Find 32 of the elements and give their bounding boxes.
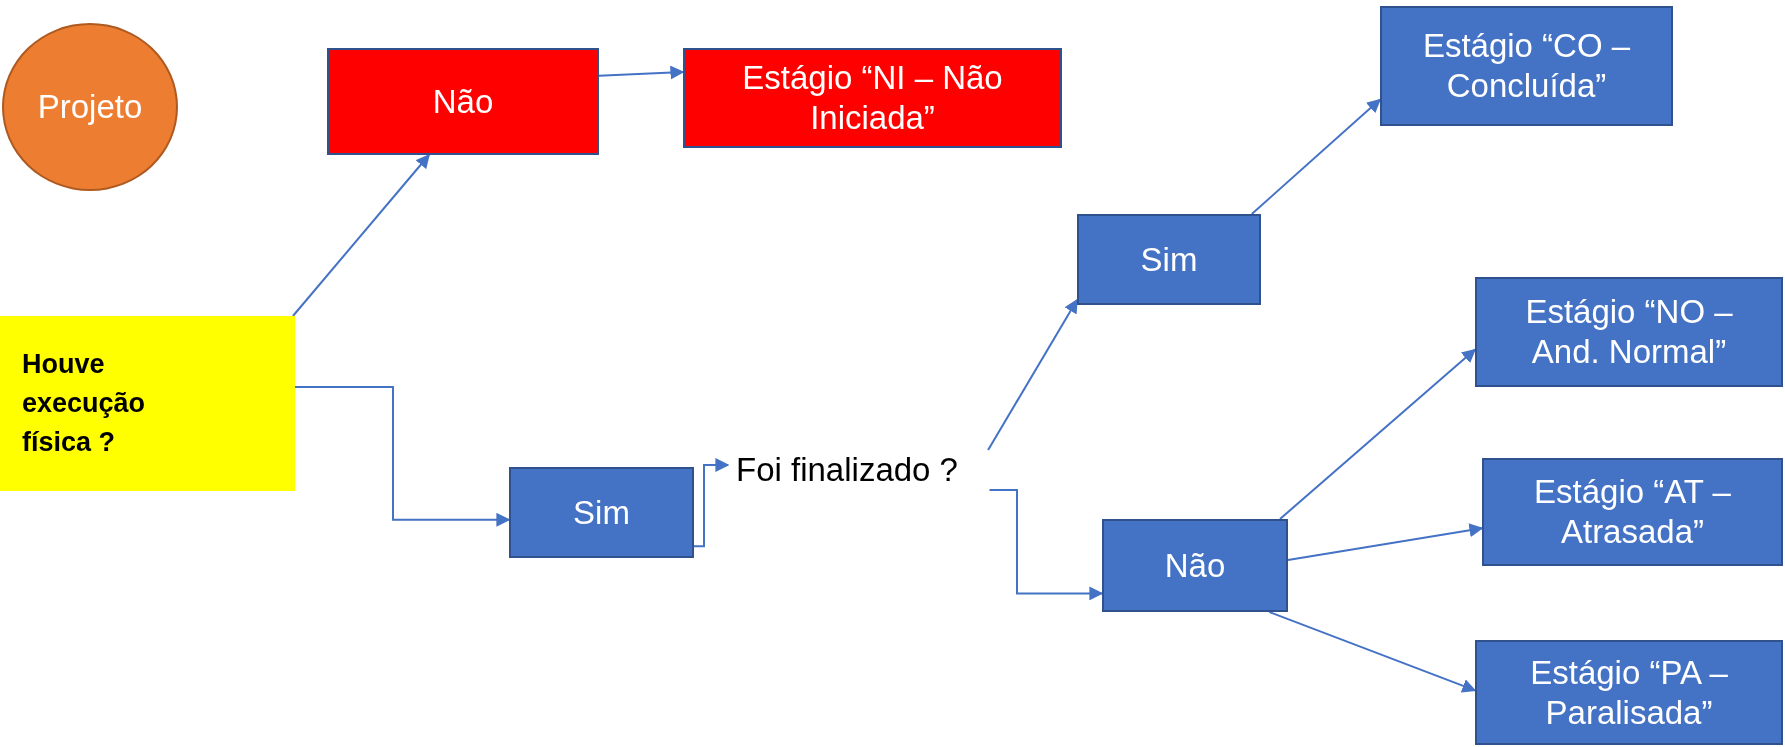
process-box xyxy=(1475,640,1783,745)
process-box xyxy=(1077,214,1261,305)
box-label: Houve execução física ? xyxy=(22,347,147,460)
box-label: Projeto xyxy=(37,87,143,127)
process-box xyxy=(1482,458,1783,566)
process-box xyxy=(1380,6,1673,126)
arrow xyxy=(1250,98,1382,215)
arrow xyxy=(1268,611,1477,693)
arrow xyxy=(987,298,1078,451)
arrow xyxy=(1287,523,1484,561)
arrow xyxy=(291,153,430,317)
box-label: Estágio “NI – Não Iniciada” xyxy=(741,58,1004,138)
box-label: Estágio “CO – Concluída” xyxy=(1421,26,1632,106)
box-label: Sim xyxy=(573,492,630,533)
arrow xyxy=(988,489,1104,601)
arrow xyxy=(1279,348,1477,520)
arrow xyxy=(294,386,511,527)
arrow xyxy=(693,458,730,548)
question-text: Foi finalizado ? xyxy=(728,450,1017,490)
process-box xyxy=(683,48,1062,148)
box-label: Estágio “PA – Paralisada” xyxy=(1529,652,1729,733)
process-box xyxy=(327,48,599,155)
box-label: Sim xyxy=(1140,239,1198,280)
process-box xyxy=(509,467,694,558)
process-box xyxy=(1102,519,1288,612)
box-label: Não xyxy=(1164,545,1226,586)
arrow xyxy=(598,65,685,80)
process-box xyxy=(1475,277,1783,387)
box-label: Não xyxy=(432,81,494,122)
decision-box xyxy=(0,316,295,491)
box-label: Estágio “NO – And. Normal” xyxy=(1524,292,1734,372)
box-label: Estágio “AT – Atrasada” xyxy=(1533,472,1732,552)
